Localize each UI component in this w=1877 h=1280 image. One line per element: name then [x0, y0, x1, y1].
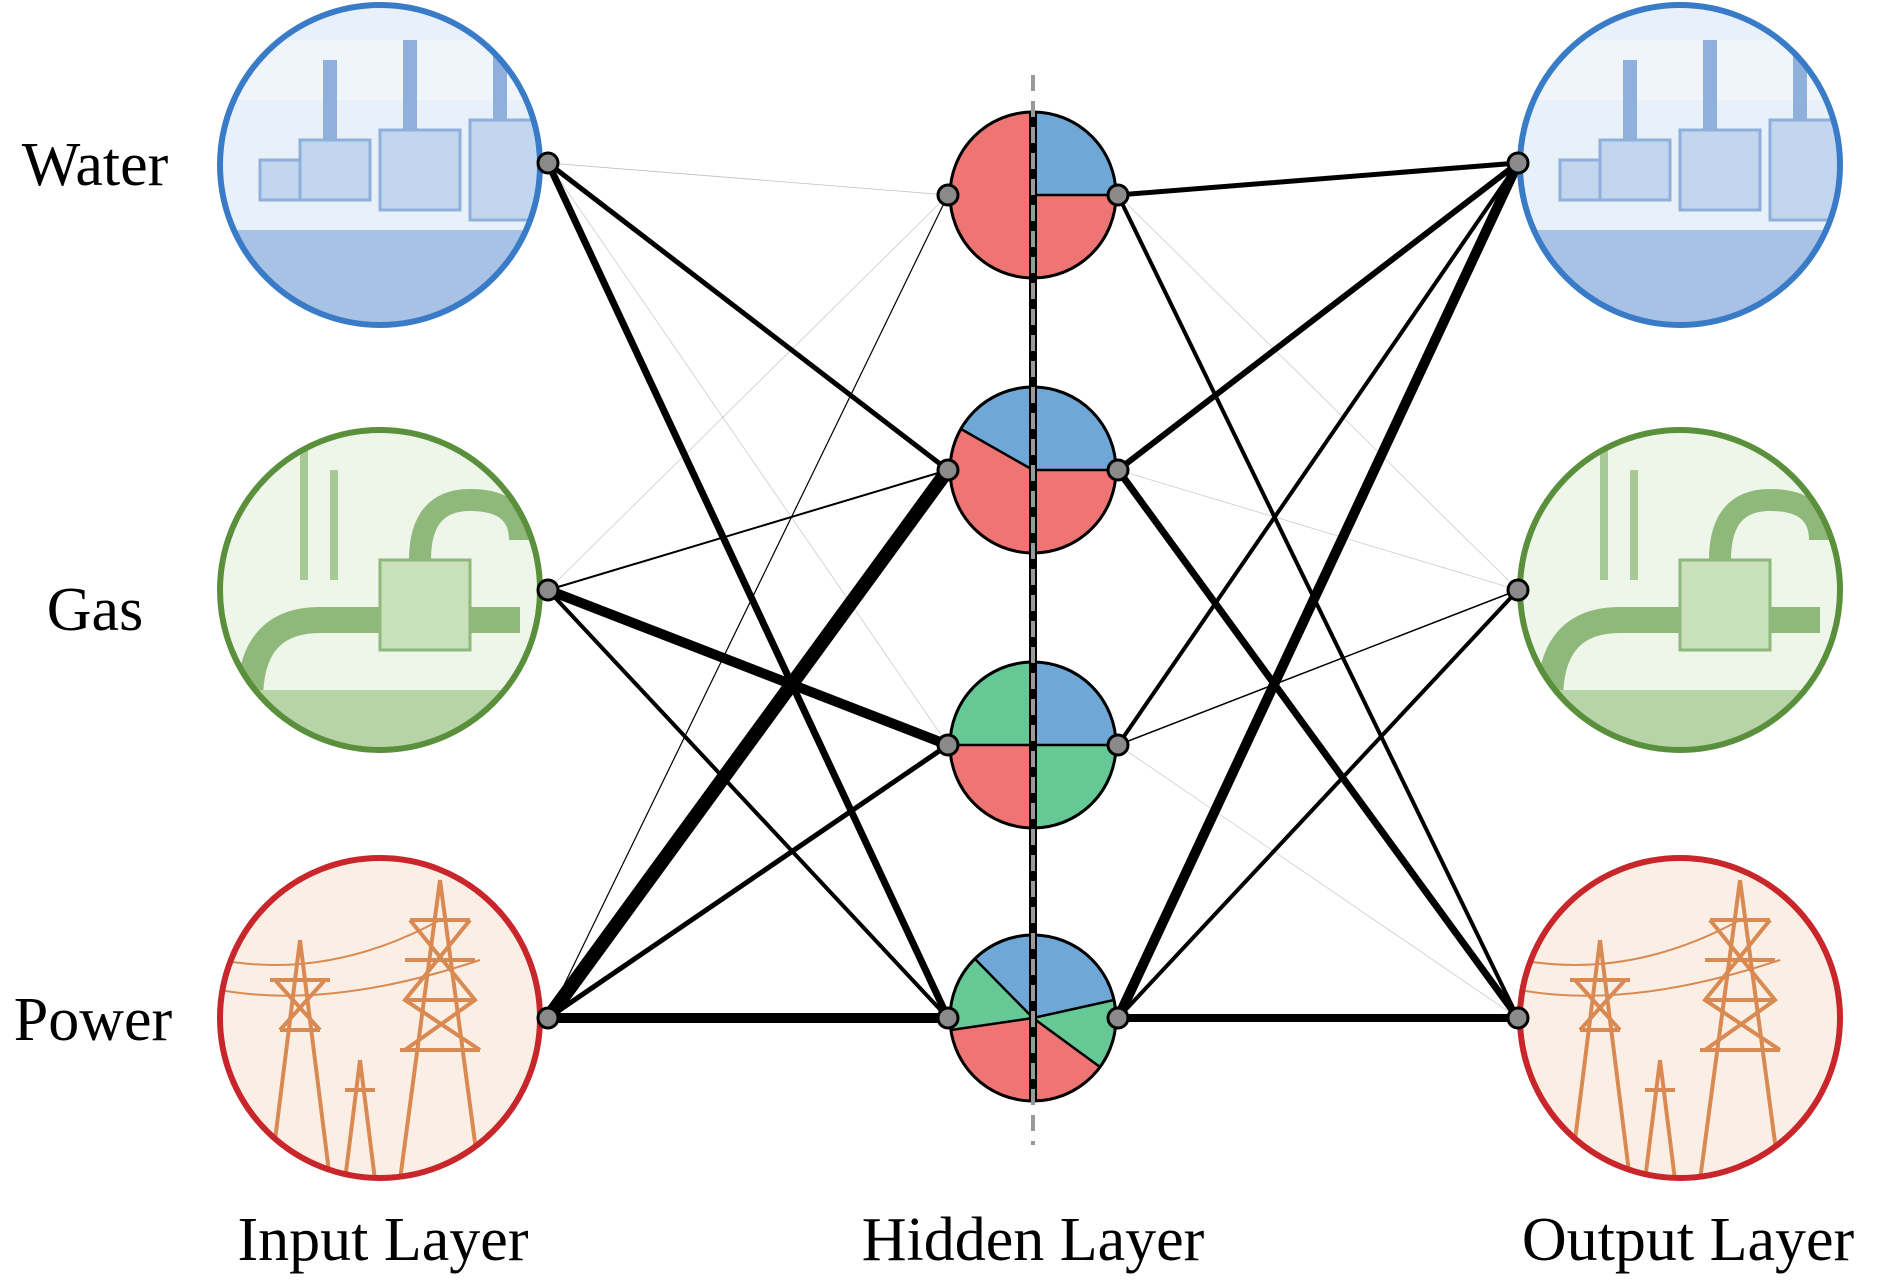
input-node-gas [217, 427, 543, 753]
edge [1116, 194, 1520, 1019]
edge [1117, 469, 1519, 591]
port [536, 1006, 560, 1030]
output-node-power [1517, 855, 1843, 1181]
edge [1113, 160, 1523, 1021]
output-node-gas [1517, 427, 1843, 753]
edge [546, 585, 950, 750]
edge [547, 162, 949, 196]
port [536, 578, 560, 602]
hidden-node-2 [948, 385, 1118, 555]
edge [1117, 194, 1519, 591]
input-label-gas: Gas [47, 576, 143, 644]
hidden-node-1 [948, 110, 1118, 280]
port [1506, 578, 1530, 602]
edge [1117, 589, 1519, 746]
water-pump-station-icon [220, 30, 540, 325]
port [936, 458, 960, 482]
edge [547, 162, 949, 746]
port [1506, 151, 1530, 175]
edge [1116, 160, 1520, 473]
output-layer-caption: Output Layer [1522, 1206, 1855, 1274]
edge [1115, 467, 1521, 1021]
edge [1117, 160, 1519, 198]
hidden-node-4 [948, 933, 1118, 1103]
port [936, 1006, 960, 1030]
edge [546, 742, 950, 1021]
water-pump-station-icon [1520, 30, 1840, 325]
output-node-water [1517, 2, 1843, 328]
hidden-layer-caption: Hidden Layer [862, 1206, 1205, 1274]
input-label-power: Power [14, 986, 173, 1054]
port [1106, 458, 1130, 482]
edge [542, 465, 954, 1023]
edge [544, 161, 952, 1020]
port [936, 183, 960, 207]
hidden-node-3 [948, 660, 1118, 830]
input-layer-caption: Input Layer [238, 1206, 529, 1274]
edge [1116, 161, 1520, 747]
input-node-power [217, 855, 543, 1181]
connection-edges [542, 160, 1523, 1023]
port [1106, 733, 1130, 757]
port [536, 151, 560, 175]
edge [547, 194, 949, 1019]
port [1506, 1006, 1530, 1030]
input-node-water [217, 2, 543, 328]
port [1106, 1006, 1130, 1030]
edge [547, 469, 949, 591]
port [1106, 183, 1130, 207]
edge [546, 588, 950, 1020]
power-transmission-tower-icon [1520, 879, 1782, 1178]
edge [1116, 588, 1520, 1020]
input-label-water: Water [22, 131, 169, 199]
edge [547, 194, 949, 591]
connection-ports [536, 151, 1530, 1030]
power-transmission-tower-icon [220, 879, 482, 1178]
port [936, 733, 960, 757]
edge [546, 161, 950, 472]
edge [1117, 744, 1519, 1019]
